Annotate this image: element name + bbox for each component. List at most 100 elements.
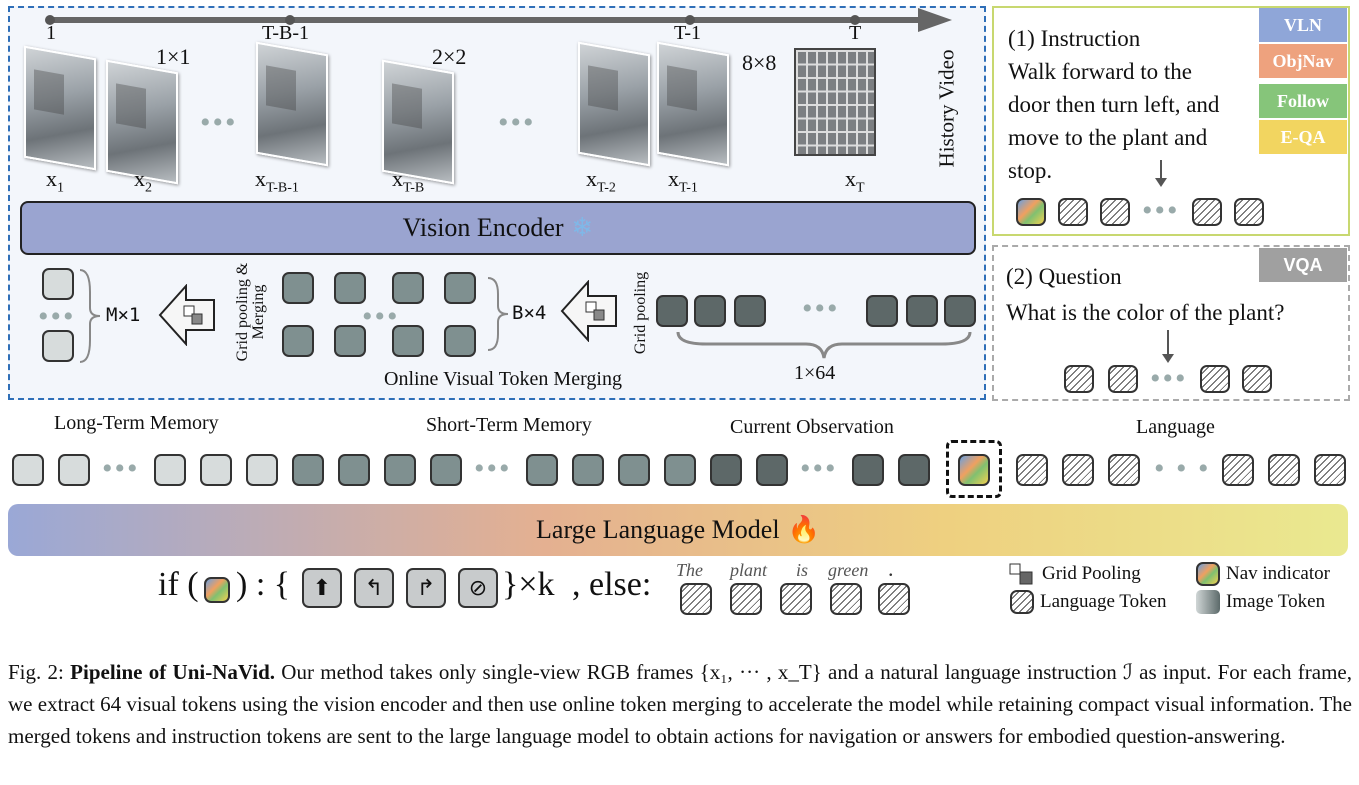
if-close: ) : { xyxy=(236,566,291,603)
grid-pool-arrow-left-2 xyxy=(560,280,617,342)
short-token xyxy=(444,272,476,304)
short-token xyxy=(334,325,366,357)
short-term-token xyxy=(292,454,324,486)
language-token xyxy=(1200,365,1230,393)
action-forward-button: ⬆ xyxy=(302,568,342,608)
long-term-token xyxy=(200,454,232,486)
snowflake-icon: ❄ xyxy=(571,213,594,243)
token-ellipsis: ••• xyxy=(800,452,838,485)
language-token xyxy=(1108,454,1140,486)
down-arrow-icon xyxy=(1155,160,1167,187)
action-stop-button: ⊘ xyxy=(458,568,498,608)
short-token xyxy=(282,325,314,357)
timeline-label-1: 1 xyxy=(46,22,56,44)
token-ellipsis: ••• xyxy=(1142,194,1180,227)
short-term-memory-label: Short-Term Memory xyxy=(426,414,592,436)
legend-image-swatch xyxy=(1196,590,1220,614)
label-xtb1: xT-B-1 xyxy=(255,166,299,196)
history-video-label: History Video xyxy=(934,49,959,168)
legend-language-token: Language Token xyxy=(1040,591,1167,612)
language-token xyxy=(1222,454,1254,486)
current-token xyxy=(852,454,884,486)
label-grid-pool-merge: Grid pooling & Merging xyxy=(234,262,267,362)
vision-encoder-label: Vision Encoder xyxy=(402,213,564,242)
language-token xyxy=(1058,198,1088,226)
nav-indicator-token xyxy=(1016,198,1046,226)
frame-xtb1 xyxy=(256,41,328,167)
grid-size-1x1: 1×1 xyxy=(156,44,191,69)
badge-follow: Follow xyxy=(1259,84,1347,118)
long-term-memory-label: Long-Term Memory xyxy=(54,412,219,434)
short-term-token xyxy=(338,454,370,486)
nav-indicator-token xyxy=(958,454,990,486)
times-k: }×k xyxy=(502,566,555,603)
grid-size-2x2: 2×2 xyxy=(432,44,467,69)
instruction-title: (1) Instruction xyxy=(1008,26,1141,51)
instruction-line-1: Walk forward to the xyxy=(1008,59,1192,84)
legend-language-swatch xyxy=(1010,590,1034,614)
short-token xyxy=(334,272,366,304)
badge-objnav: ObjNav xyxy=(1259,44,1347,78)
current-observation-label: Current Observation xyxy=(730,416,894,438)
language-token xyxy=(1064,365,1094,393)
grid-size-8x8: 8×8 xyxy=(742,50,777,75)
frame-x1 xyxy=(24,45,96,171)
llm-label: Large Language Model xyxy=(536,515,780,544)
short-term-token xyxy=(664,454,696,486)
current-token xyxy=(756,454,788,486)
question-text: What is the color of the plant? xyxy=(1006,300,1285,325)
figure-caption: Fig. 2: Pipeline of Uni-NaVid. Our metho… xyxy=(8,656,1352,752)
instruction-line-4: stop. xyxy=(1008,158,1053,183)
frame-ellipsis: ••• xyxy=(200,106,238,139)
language-token xyxy=(1062,454,1094,486)
language-token xyxy=(1242,365,1272,393)
down-arrow-icon xyxy=(1162,330,1174,363)
badge-eqa: E-QA xyxy=(1259,120,1347,154)
long-term-token xyxy=(246,454,278,486)
short-term-token xyxy=(430,454,462,486)
token-ellipsis: ••• xyxy=(1150,362,1188,395)
nav-indicator-highlight xyxy=(946,440,1002,498)
badge-vqa: VQA xyxy=(1259,248,1347,282)
current-token xyxy=(944,295,976,327)
label-grid-pool: Grid pooling xyxy=(632,271,649,355)
answer-word: green xyxy=(828,560,869,580)
legend-nav-swatch xyxy=(1196,562,1220,586)
short-token xyxy=(282,272,314,304)
short-token xyxy=(392,325,424,357)
language-token xyxy=(1192,198,1222,226)
language-token xyxy=(1108,365,1138,393)
timeline-arrow xyxy=(45,8,952,32)
merged-token xyxy=(42,330,74,362)
language-token xyxy=(1268,454,1300,486)
token-ellipsis: ••• xyxy=(474,452,512,485)
large-language-model: Large Language Model 🔥 xyxy=(8,504,1348,556)
current-token xyxy=(734,295,766,327)
label-x1: x1 xyxy=(46,166,64,196)
answer-word: is xyxy=(796,560,809,580)
current-token xyxy=(710,454,742,486)
long-term-token xyxy=(58,454,90,486)
frame-xt-grid xyxy=(794,48,876,156)
question-title: (2) Question xyxy=(1006,264,1122,289)
label-b4: B×4 xyxy=(512,302,547,324)
current-token xyxy=(656,295,688,327)
answer-token xyxy=(680,583,712,615)
language-label: Language xyxy=(1136,416,1215,438)
answer-token xyxy=(730,583,762,615)
caption-title: Pipeline of Uni-NaVid. xyxy=(70,660,276,684)
language-token xyxy=(1016,454,1048,486)
action-turn-left-button: ↰ xyxy=(354,568,394,608)
frame-ellipsis-2: ••• xyxy=(498,106,536,139)
answer-token xyxy=(780,583,812,615)
grid-pool-arrow-left xyxy=(158,284,215,346)
short-term-token xyxy=(618,454,650,486)
answer-word: . xyxy=(888,556,894,581)
label-1x64: 1×64 xyxy=(794,362,836,384)
label-x2: x2 xyxy=(134,166,152,196)
legend-image-token: Image Token xyxy=(1226,591,1326,612)
label-xtb: xT-B xyxy=(392,166,425,196)
nav-indicator-token xyxy=(204,577,230,603)
online-merge-label: Online Visual Token Merging xyxy=(384,368,622,390)
brace-b xyxy=(487,277,509,351)
